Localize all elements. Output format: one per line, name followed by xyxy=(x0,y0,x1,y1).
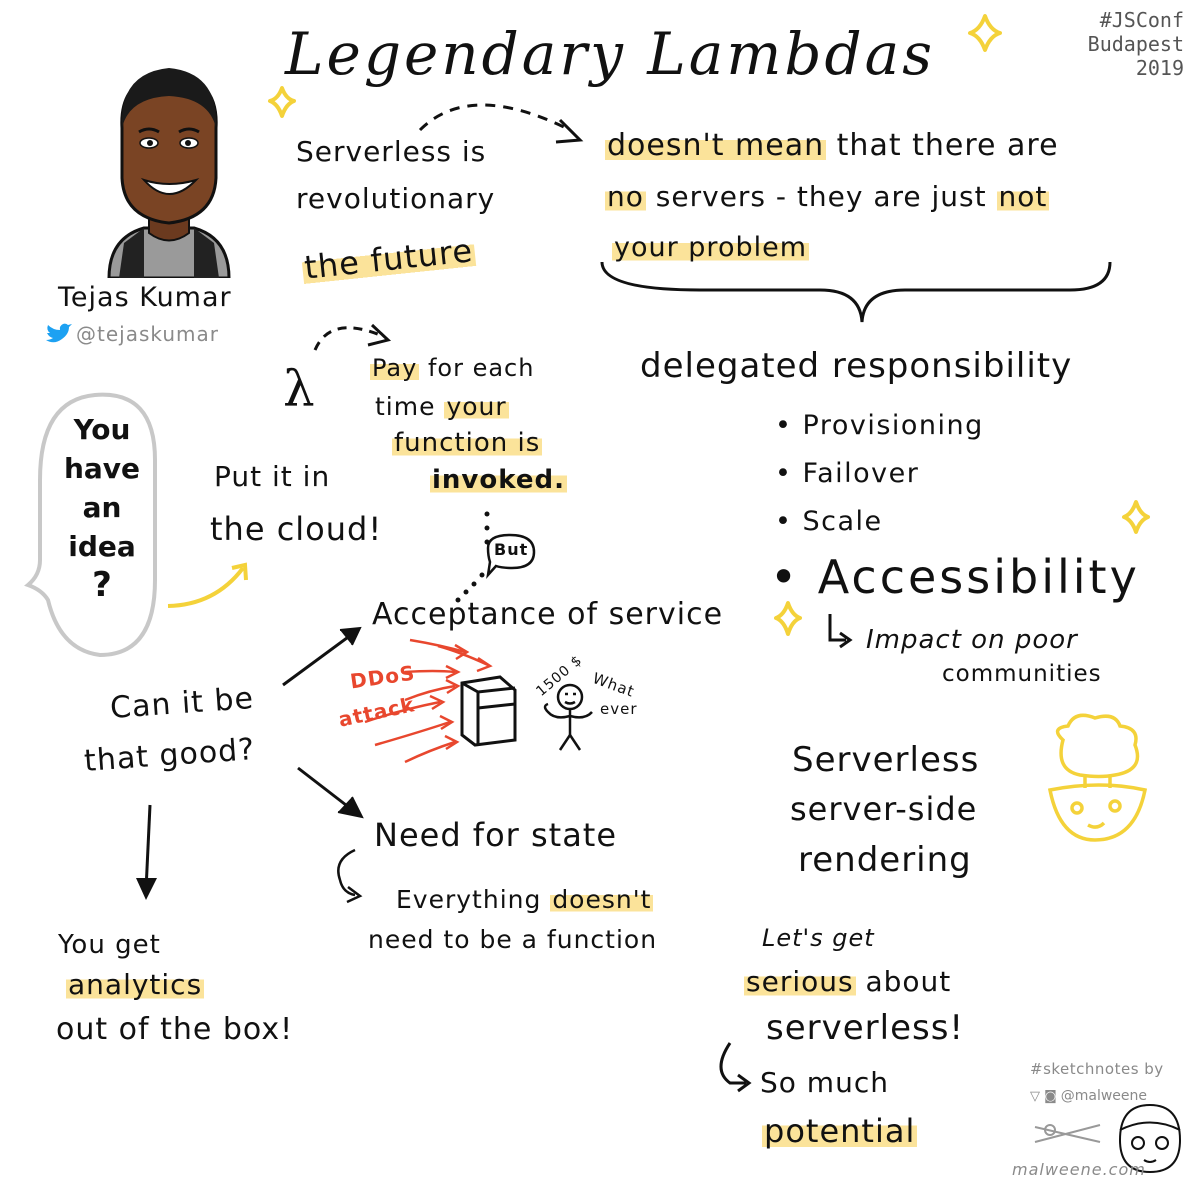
credit-line-2: ▽ ◙ @malweene xyxy=(1030,1088,1148,1104)
pay-line-3: function is xyxy=(392,428,543,458)
event-label: #JSConf Budapest 2019 xyxy=(1088,8,1184,80)
serious-line-3: serverless! xyxy=(766,1008,965,1048)
pay-line-1: Pay for each xyxy=(370,354,535,382)
impact-line-1: Impact on poor xyxy=(866,625,1078,655)
exploding-head-icon xyxy=(1047,713,1148,842)
cloud-line-2: the cloud! xyxy=(210,510,383,548)
serverless-is-text: Serverless is xyxy=(296,135,487,168)
speaker-handle: @tejaskumar xyxy=(76,322,219,346)
serious-line-5: potential xyxy=(762,1112,918,1150)
speaker-portrait xyxy=(104,58,234,280)
list-item: • Scale xyxy=(775,506,883,537)
statement-line-1: doesn't mean that there are xyxy=(605,128,1059,163)
event-year: 2019 xyxy=(1135,56,1184,80)
doesnt-mean-text: doesn't mean xyxy=(605,128,827,163)
serious-line-1: Let's get xyxy=(762,924,875,952)
social-icons: ▽ ◙ xyxy=(1030,1088,1057,1104)
scissors-icon xyxy=(1034,1124,1101,1143)
pay-line-2: time your xyxy=(375,392,509,421)
lambda-icon: λ xyxy=(283,360,316,418)
revolutionary-text: revolutionary xyxy=(296,182,496,215)
speaker-name: Tejas Kumar xyxy=(58,282,232,313)
speaker-handle-row: @tejaskumar xyxy=(44,322,219,346)
sparkle-icon xyxy=(774,601,802,636)
serious-line-4: So much xyxy=(760,1066,889,1099)
acceptance-heading: Acceptance of service xyxy=(372,597,724,632)
but-label: But xyxy=(494,540,529,559)
list-item: • Provisioning xyxy=(775,410,984,441)
delegated-heading: delegated responsibility xyxy=(640,346,1073,386)
whatever-label-2: ever xyxy=(600,700,638,718)
no-text: no xyxy=(605,180,646,213)
artist-avatar-icon xyxy=(1118,1103,1182,1174)
state-line-2: need to be a function xyxy=(368,925,658,954)
sparkle-icon xyxy=(1122,500,1150,534)
analytics-line-1: You get xyxy=(58,930,161,960)
event-city: Budapest xyxy=(1087,32,1184,56)
analytics-line-2: analytics xyxy=(66,968,205,1001)
ssr-line-1: Serverless xyxy=(792,740,980,780)
not-text: not xyxy=(996,180,1050,213)
idea-bubble-text: You have an idea ? xyxy=(63,413,141,605)
servers-text: servers - they are just xyxy=(655,180,987,213)
cloud-line-1: Put it in xyxy=(214,460,331,493)
accessibility-item: • Accessibility xyxy=(770,550,1140,604)
credit-line-3: malweene.com xyxy=(1012,1160,1146,1179)
ssr-line-2: server-side xyxy=(790,790,978,828)
sparkle-icon xyxy=(968,14,1002,52)
twitter-icon xyxy=(46,323,72,343)
credit-line-1: #sketchnotes by xyxy=(1030,1060,1164,1078)
analytics-line-3: out of the box! xyxy=(56,1012,294,1047)
event-hashtag: #JSConf xyxy=(1099,8,1184,32)
page-title: Legendary Lambdas xyxy=(285,20,935,88)
statement-line-2: no servers - they are just not xyxy=(605,180,1050,213)
state-line-1: Everything doesn't xyxy=(396,885,654,914)
impact-line-2: communities xyxy=(942,661,1102,687)
pay-line-4: invoked. xyxy=(430,465,567,495)
that-there-are-text: that there are xyxy=(836,128,1059,163)
shrug-person-icon xyxy=(543,683,593,751)
server-icon xyxy=(460,675,517,747)
ssr-line-3: rendering xyxy=(798,840,972,880)
sparkle-icon xyxy=(268,86,296,118)
your-problem-text: your problem xyxy=(612,232,810,263)
list-item: • Failover xyxy=(775,458,920,489)
state-heading: Need for state xyxy=(374,816,618,854)
delegated-list: • Provisioning • Failover • Scale xyxy=(775,402,984,546)
serious-line-2: serious about xyxy=(744,965,952,998)
